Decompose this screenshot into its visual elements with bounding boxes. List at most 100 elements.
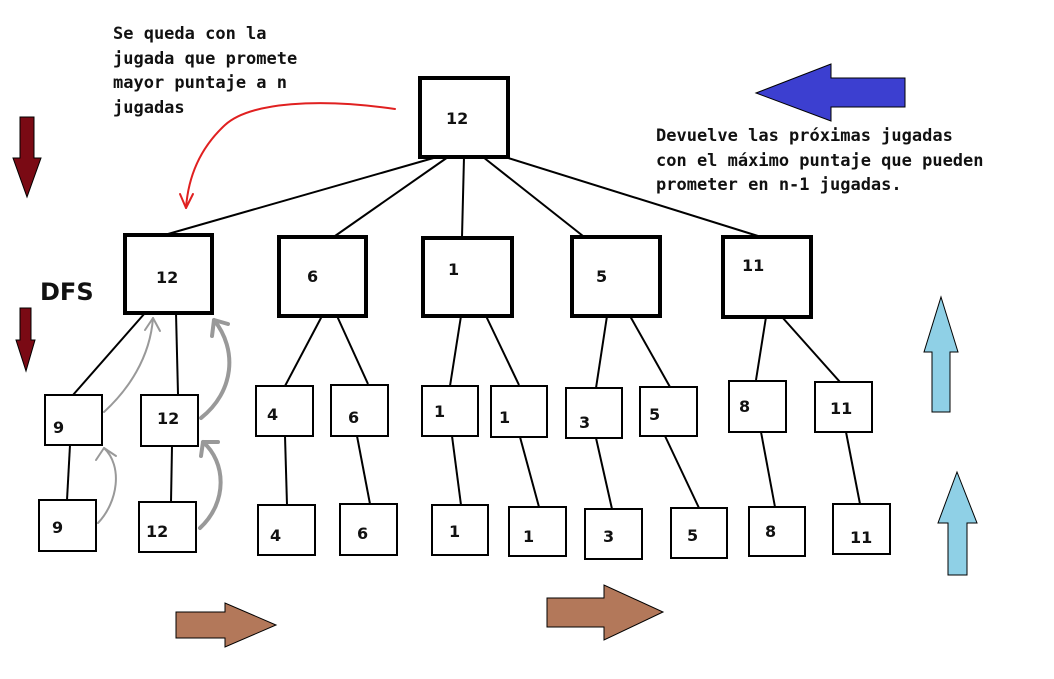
level1-node [277, 235, 368, 318]
edge [664, 435, 700, 509]
level2-node-value: 3 [579, 413, 590, 432]
level2-node [728, 380, 787, 433]
edge [755, 316, 767, 381]
level3-node [339, 503, 398, 556]
level1-node [123, 233, 214, 315]
level1-node-value: 5 [596, 267, 607, 286]
flow-curve [97, 447, 117, 524]
pointer-curve-head [179, 193, 194, 209]
level3-node [748, 506, 806, 557]
edge [284, 435, 288, 506]
level3-node-value: 8 [765, 522, 776, 541]
dfs-label: DFS [40, 278, 94, 306]
annotation-top-right: Devuelve las próximas jugadas con el máx… [656, 126, 984, 195]
level3-node [584, 508, 643, 560]
level2-node-value: 1 [499, 408, 510, 427]
flow-curve [103, 317, 154, 413]
edge [482, 156, 584, 237]
edge [170, 445, 173, 503]
level2-node [490, 385, 548, 438]
level2-node-value: 8 [739, 397, 750, 416]
level2-node-value: 12 [157, 409, 179, 428]
level1-node [721, 235, 813, 319]
pointer-curve-line [185, 102, 396, 209]
edge [175, 312, 179, 395]
level1-node-value: 1 [448, 260, 459, 279]
flow-curve [95, 447, 117, 461]
edge [284, 315, 323, 387]
flow-curve [210, 318, 230, 338]
edge [66, 444, 71, 501]
level2-node-value: 5 [649, 405, 660, 424]
level2-node [814, 381, 873, 433]
level3-node [508, 506, 567, 557]
level1-node-value: 11 [742, 256, 764, 275]
level2-node [639, 386, 698, 437]
level1-node-value: 12 [156, 268, 178, 287]
level1-node-value: 6 [307, 267, 318, 286]
level3-node-value: 9 [52, 518, 63, 537]
edge [845, 431, 861, 505]
edge [595, 437, 613, 510]
level3-node-value: 5 [687, 526, 698, 545]
tree-edges [66, 156, 861, 510]
edge [72, 312, 146, 396]
root-node-value: 12 [446, 109, 468, 128]
flow-curve [199, 440, 220, 458]
flow-curve [144, 317, 161, 332]
level3-node-value: 4 [270, 526, 281, 545]
edge [629, 315, 671, 388]
level2-node-value: 9 [53, 418, 64, 437]
level3-node-value: 3 [603, 527, 614, 546]
level3-node [832, 503, 891, 555]
edge [449, 315, 462, 387]
level3-node [138, 501, 197, 553]
level2-node [255, 385, 314, 437]
level3-node-value: 1 [523, 527, 534, 546]
edge [451, 435, 462, 506]
edge [504, 156, 759, 237]
edge [356, 435, 371, 505]
level3-node [257, 504, 316, 556]
level3-node-value: 1 [449, 522, 460, 541]
flow-curve [199, 318, 232, 420]
edge [167, 156, 438, 235]
annotation-top-left: Se queda con la jugada que promete mayor… [113, 24, 298, 118]
edge [595, 315, 608, 389]
flow-curves [95, 317, 232, 530]
edge [461, 156, 465, 238]
level2-node [140, 394, 199, 447]
level3-node [431, 504, 489, 556]
level2-node [565, 387, 623, 439]
level1-node [421, 236, 514, 318]
edge [334, 156, 449, 237]
level2-node [421, 385, 479, 437]
edge [485, 315, 520, 386]
level2-node [330, 384, 389, 437]
level3-node-value: 11 [850, 528, 872, 547]
up-arrow-icon [937, 470, 978, 576]
level2-node [44, 394, 103, 446]
level3-node-value: 6 [357, 524, 368, 543]
down-arrow-icon [15, 307, 36, 373]
right-arrow-icon [175, 602, 278, 648]
pointer-curve [179, 102, 396, 209]
level3-node-value: 12 [146, 522, 168, 541]
edge [760, 431, 776, 508]
root-node [418, 76, 510, 159]
level2-node-value: 6 [348, 408, 359, 427]
level2-node-value: 11 [830, 399, 852, 418]
down-arrow-icon [12, 116, 42, 199]
level1-node [570, 235, 662, 318]
edge [781, 316, 841, 383]
level3-node [38, 499, 97, 552]
flow-curve [198, 440, 223, 530]
up-arrow-icon [923, 295, 959, 413]
level3-node [670, 507, 728, 559]
edge [519, 436, 540, 508]
left-arrow-icon [754, 63, 906, 122]
edge [336, 315, 369, 385]
level2-node-value: 1 [434, 402, 445, 421]
level2-node-value: 4 [267, 405, 278, 424]
